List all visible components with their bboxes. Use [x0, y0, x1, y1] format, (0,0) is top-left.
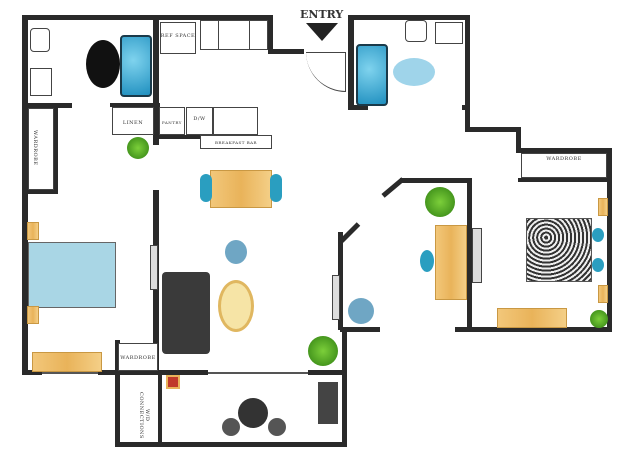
- wall: [518, 178, 608, 182]
- wall: [158, 375, 162, 445]
- window: [208, 372, 308, 374]
- tv-stand: [150, 245, 158, 290]
- pantry: [159, 107, 185, 135]
- ref-space: [160, 22, 196, 54]
- bed: [526, 218, 592, 282]
- wall: [381, 177, 405, 198]
- wall: [115, 340, 120, 447]
- armchair: [348, 298, 374, 324]
- wardrobe-closet: [28, 108, 54, 190]
- wall: [308, 370, 346, 375]
- wall: [465, 127, 520, 132]
- bookshelf: [472, 228, 482, 283]
- patio-chair: [222, 418, 240, 436]
- dishwasher-label: D/W: [193, 116, 206, 122]
- wall: [22, 370, 42, 375]
- linen-closet: [112, 107, 154, 135]
- dishwasher: [186, 107, 213, 135]
- wall: [348, 15, 354, 110]
- breakfast-bar[interactable]: [200, 135, 272, 149]
- wall: [348, 15, 470, 20]
- wardrobe-closet: [521, 153, 607, 178]
- toilet: [30, 28, 50, 52]
- window: [42, 372, 98, 374]
- dining-table: [210, 170, 272, 208]
- pantry-label: PANTRY: [162, 120, 182, 125]
- pillow: [592, 258, 604, 272]
- wall: [155, 135, 215, 139]
- wd-connections-label: W/D CONNECTIONS: [138, 391, 150, 439]
- dresser: [32, 352, 102, 372]
- wall: [607, 148, 612, 331]
- wall: [467, 178, 472, 331]
- toilet: [405, 20, 427, 42]
- armchair: [225, 240, 247, 264]
- desk: [435, 225, 467, 300]
- bathtub: [356, 44, 388, 106]
- wardrobe-label: WARDROBE: [120, 355, 156, 361]
- dresser: [497, 308, 567, 328]
- wall: [455, 327, 612, 332]
- wardrobe-label: WARDROBE: [546, 156, 582, 162]
- pillow: [592, 228, 604, 242]
- sink: [435, 22, 463, 44]
- dining-chair: [270, 174, 282, 202]
- sofa: [162, 272, 210, 354]
- grill: [318, 382, 338, 424]
- entry-door[interactable]: [306, 52, 346, 92]
- wall: [342, 328, 347, 447]
- ref-space-label: REF SPACE: [160, 33, 196, 39]
- bath-rug: [393, 58, 435, 86]
- bathtub: [120, 35, 152, 97]
- plant: [127, 137, 149, 159]
- dining-chair: [200, 174, 212, 202]
- linen-label: LINEN: [122, 120, 144, 126]
- wall: [268, 49, 304, 54]
- bed: [28, 242, 116, 308]
- wardrobe-closet: [118, 343, 158, 371]
- breakfast-bar-label: BREAKFAST BAR: [214, 140, 258, 145]
- wall: [22, 103, 72, 108]
- sink: [30, 68, 52, 96]
- entry-arrow-icon: [306, 23, 338, 41]
- wall: [462, 105, 470, 110]
- stove: [218, 20, 250, 50]
- plant: [590, 310, 608, 328]
- wall: [153, 15, 159, 145]
- wall: [54, 108, 58, 194]
- entry-label: ENTRY: [300, 8, 344, 21]
- wall: [28, 190, 58, 194]
- coffee-table: [218, 280, 254, 332]
- rug: [86, 40, 120, 88]
- kitchen-sink: [213, 107, 258, 135]
- nightstand: [598, 285, 608, 303]
- wall: [22, 15, 272, 20]
- plant: [425, 187, 455, 217]
- wall: [516, 127, 521, 153]
- patio-table: [238, 398, 268, 428]
- wardrobe-label: WARDROBE: [32, 130, 38, 166]
- nightstand: [27, 222, 39, 240]
- wall: [516, 148, 612, 153]
- wall: [115, 442, 347, 447]
- wall: [400, 178, 470, 183]
- wall: [348, 105, 368, 110]
- planter: [166, 375, 180, 389]
- wall: [340, 327, 380, 332]
- nightstand: [598, 198, 608, 216]
- plant: [308, 336, 338, 366]
- wall: [465, 15, 470, 131]
- wall: [22, 15, 28, 375]
- wall: [268, 15, 273, 53]
- wall: [338, 232, 343, 330]
- desk-chair: [420, 250, 434, 272]
- tv-stand: [332, 275, 340, 320]
- patio-chair: [268, 418, 286, 436]
- wall: [110, 103, 160, 107]
- nightstand: [27, 306, 39, 324]
